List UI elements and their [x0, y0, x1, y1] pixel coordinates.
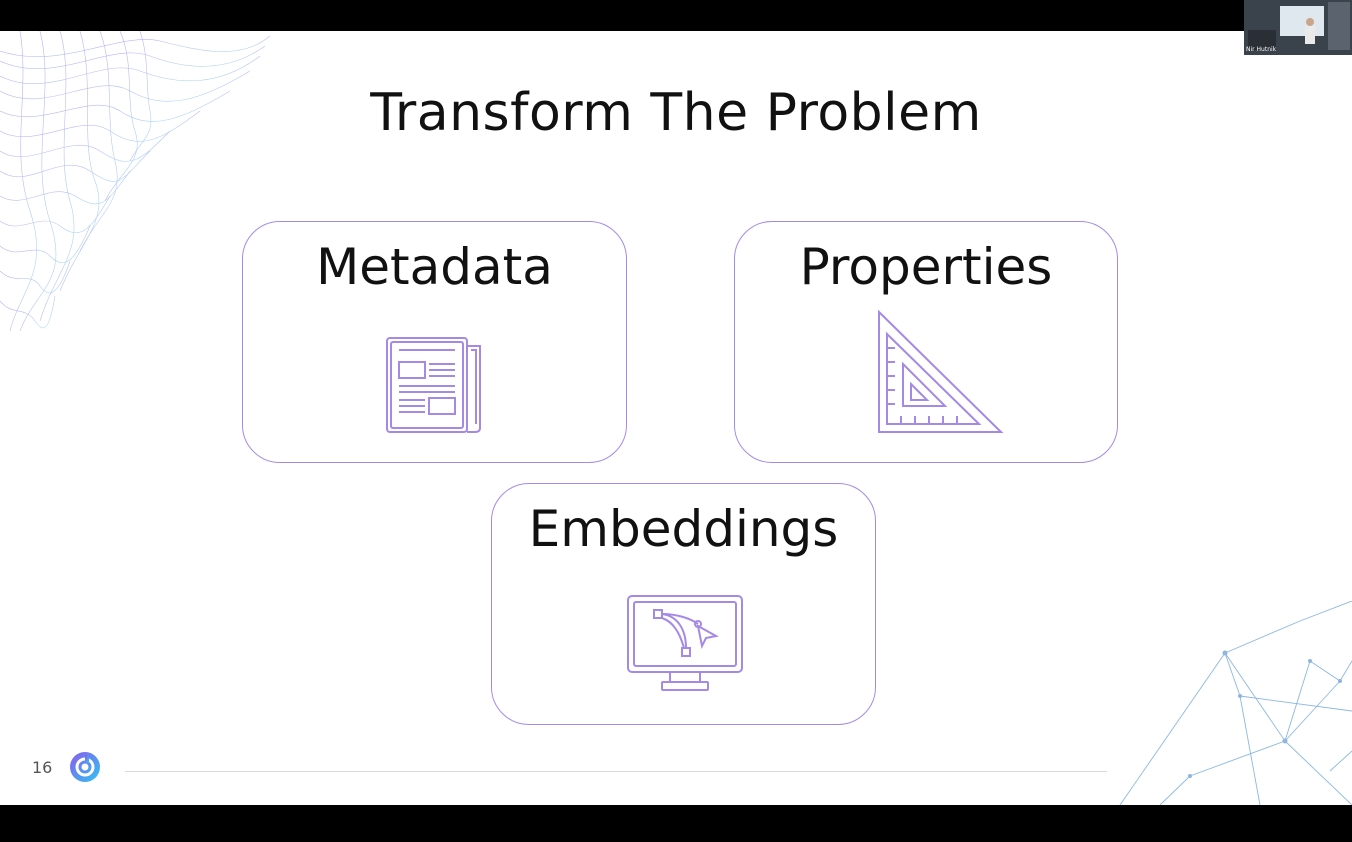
wave-decoration [0, 31, 271, 332]
vector-monitor-icon [627, 595, 743, 691]
presentation-slide: Transform The Problem Metadata Propertie… [0, 31, 1352, 805]
newspaper-icon [386, 337, 481, 433]
video-scene [1244, 0, 1352, 55]
properties-card: Properties [734, 221, 1118, 463]
page-number: 16 [32, 758, 53, 777]
metadata-label: Metadata [316, 238, 553, 296]
metadata-card: Metadata [242, 221, 627, 463]
properties-label: Properties [799, 238, 1053, 296]
network-decoration [1119, 601, 1352, 805]
top-letterbox [0, 0, 1352, 31]
participant-name: Nir Hutnik [1246, 46, 1277, 53]
footer-divider [125, 771, 1107, 772]
embeddings-label: Embeddings [528, 500, 839, 558]
embeddings-card: Embeddings [491, 483, 876, 725]
participant-video-thumbnail[interactable]: Nir Hutnik [1244, 0, 1352, 55]
slide-title: Transform The Problem [370, 83, 982, 143]
bottom-letterbox [0, 805, 1352, 842]
set-square-ruler-icon [878, 309, 1004, 433]
company-logo-icon [70, 752, 100, 782]
